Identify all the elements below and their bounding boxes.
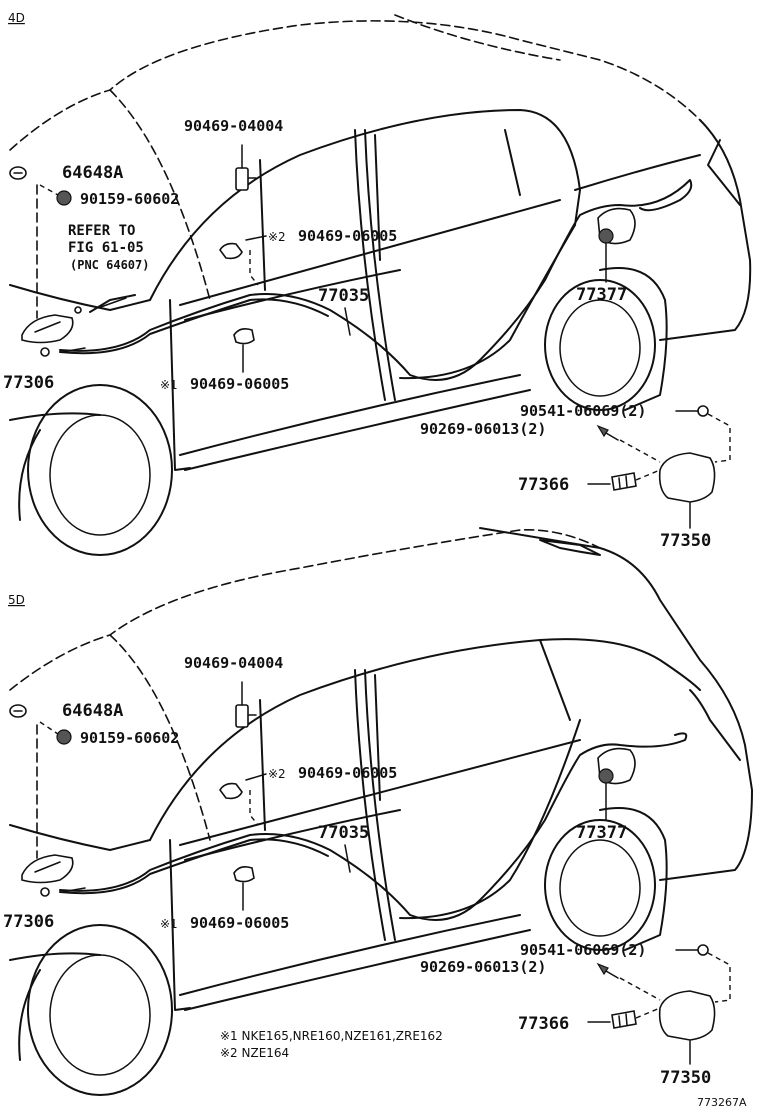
refer-line1-4d: REFER TO (68, 223, 135, 239)
label-77306-4d: 77306 (3, 373, 54, 393)
label-90541-4d: 90541-06069(2) (520, 402, 646, 420)
label-77350-5d: 77350 (660, 1068, 711, 1088)
fuel-lid-lock-77377-4d (597, 207, 636, 283)
refer-line3-4d: (PNC 64607) (70, 258, 149, 272)
label-77366-4d: 77366 (518, 475, 569, 495)
label-90269-4d: 90269-06013(2) (420, 420, 546, 438)
bushing-90541-4d (697, 405, 709, 417)
label-90469-06005-lower-4d: 90469-06005 (190, 375, 289, 393)
hinge-77366-5d (611, 1010, 637, 1029)
mark2-5d: ※2 (268, 767, 286, 781)
fuel-lid-77350-4d (658, 452, 716, 529)
clip-90469-06005-lower-5d (233, 866, 255, 883)
clip-64648a-4d (9, 166, 27, 180)
refer-line2-4d: FIG 61-05 (68, 240, 144, 256)
opener-cable-5d (59, 732, 688, 921)
opener-lever-77306-5d (21, 854, 86, 897)
fuel-lid-lock-77377-5d (597, 747, 636, 821)
label-77377-4d: 77377 (576, 285, 627, 305)
wagon-body-illustration (9, 527, 753, 1096)
screw-90269-5d (596, 962, 619, 979)
clamp-90469-04004-5d (235, 681, 257, 728)
section-label-4d: 4D (8, 11, 25, 25)
label-90469-04004-5d: 90469-04004 (184, 654, 283, 672)
clip-90469-06005-upper-4d (219, 242, 243, 260)
bushing-90541-5d (697, 944, 709, 956)
section-label-5d: 5D (8, 593, 25, 607)
label-90159-4d: 90159-60602 (80, 190, 179, 208)
mark2-4d: ※2 (268, 230, 286, 244)
section-4d: 4D (3, 11, 752, 556)
label-77035-5d: 77035 (318, 823, 369, 843)
label-90469-06005-upper-5d: 90469-06005 (298, 764, 397, 782)
label-90269-5d: 90269-06013(2) (420, 958, 546, 976)
footnote-2: ※2 NZE164 (220, 1046, 289, 1060)
opener-lever-77306-4d (21, 314, 86, 357)
label-64648a-4d: 64648A (62, 163, 123, 183)
label-64648a-5d: 64648A (62, 701, 123, 721)
label-90469-04004-4d: 90469-04004 (184, 117, 283, 135)
section-5d: 5D (3, 527, 753, 1096)
clamp-90469-04004-4d (235, 144, 257, 191)
label-77350-4d: 77350 (660, 531, 711, 551)
label-77377-5d: 77377 (576, 823, 627, 843)
clip-90469-06005-upper-5d (219, 782, 243, 800)
clip-90469-06005-lower-4d (233, 328, 255, 345)
screw-90269-4d (596, 424, 619, 441)
illustration-id: 773267A (697, 1096, 747, 1109)
label-90541-5d: 90541-06069(2) (520, 941, 646, 959)
fuel-lid-77350-5d (658, 990, 716, 1065)
label-90469-06005-lower-5d: 90469-06005 (190, 914, 289, 932)
mark1-5d: ※1 (160, 917, 178, 931)
screw-90159-5d (39, 721, 72, 745)
label-77035-4d: 77035 (318, 286, 369, 306)
label-90469-06005-upper-4d: 90469-06005 (298, 227, 397, 245)
screw-90159-4d (39, 184, 72, 206)
sedan-body-illustration (9, 14, 752, 556)
label-77306-5d: 77306 (3, 912, 54, 932)
mark1-4d: ※1 (160, 378, 178, 392)
opener-cable-4d (59, 179, 693, 381)
label-77366-5d: 77366 (518, 1014, 569, 1034)
hinge-77366-4d (611, 472, 637, 491)
label-90159-5d: 90159-60602 (80, 729, 179, 747)
clip-64648a-5d (9, 704, 27, 718)
footnote-1: ※1 NKE165,NRE160,NZE161,ZRE162 (220, 1029, 443, 1043)
